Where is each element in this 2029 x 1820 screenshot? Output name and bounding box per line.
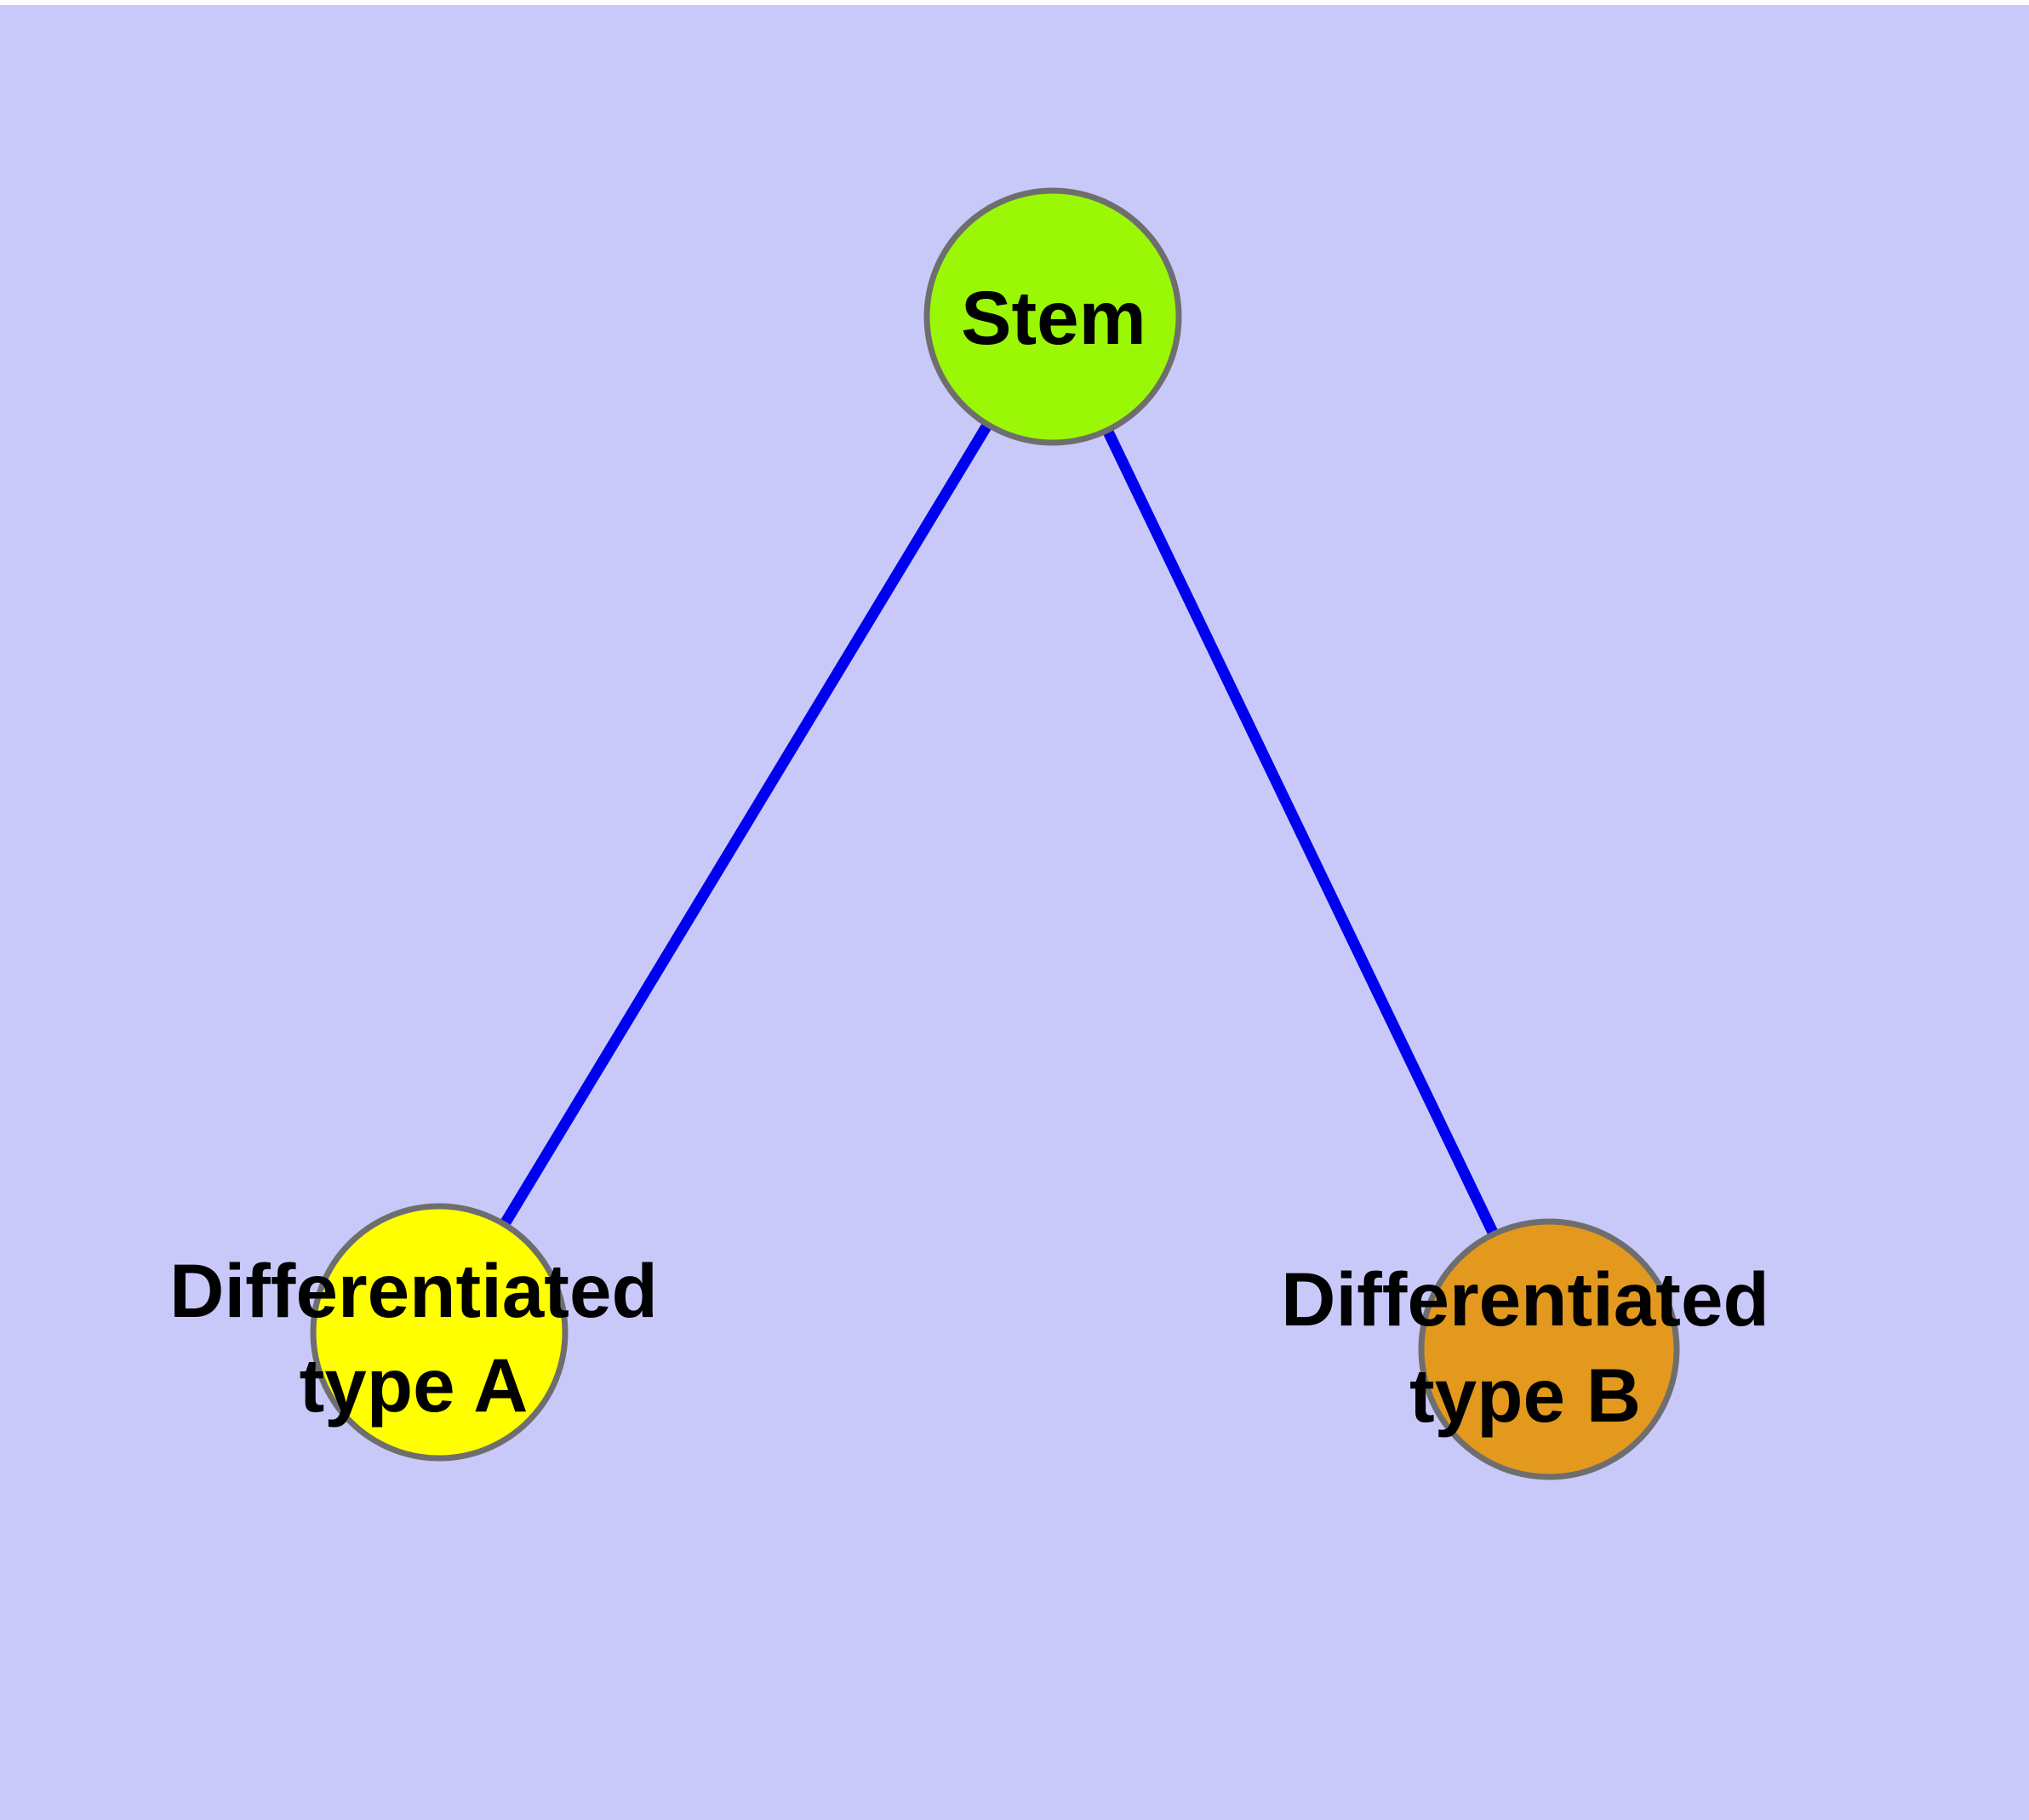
node-stem-circle <box>923 187 1182 446</box>
node-type-b-label-line1: Differentiated <box>1281 1256 1769 1342</box>
edge-stem-to-type-b <box>1048 314 1554 1352</box>
node-type-a-circle <box>310 1203 569 1462</box>
edge-stem-to-type-a <box>434 313 1058 1336</box>
node-type-b-circle <box>1418 1218 1680 1480</box>
node-type-a-label-line1: Differentiated <box>169 1248 658 1333</box>
node-type-a-label-line2: type A <box>300 1342 529 1428</box>
node-stem-label: Stem <box>961 275 1146 360</box>
node-type-b-label-line2: type B <box>1409 1353 1641 1438</box>
